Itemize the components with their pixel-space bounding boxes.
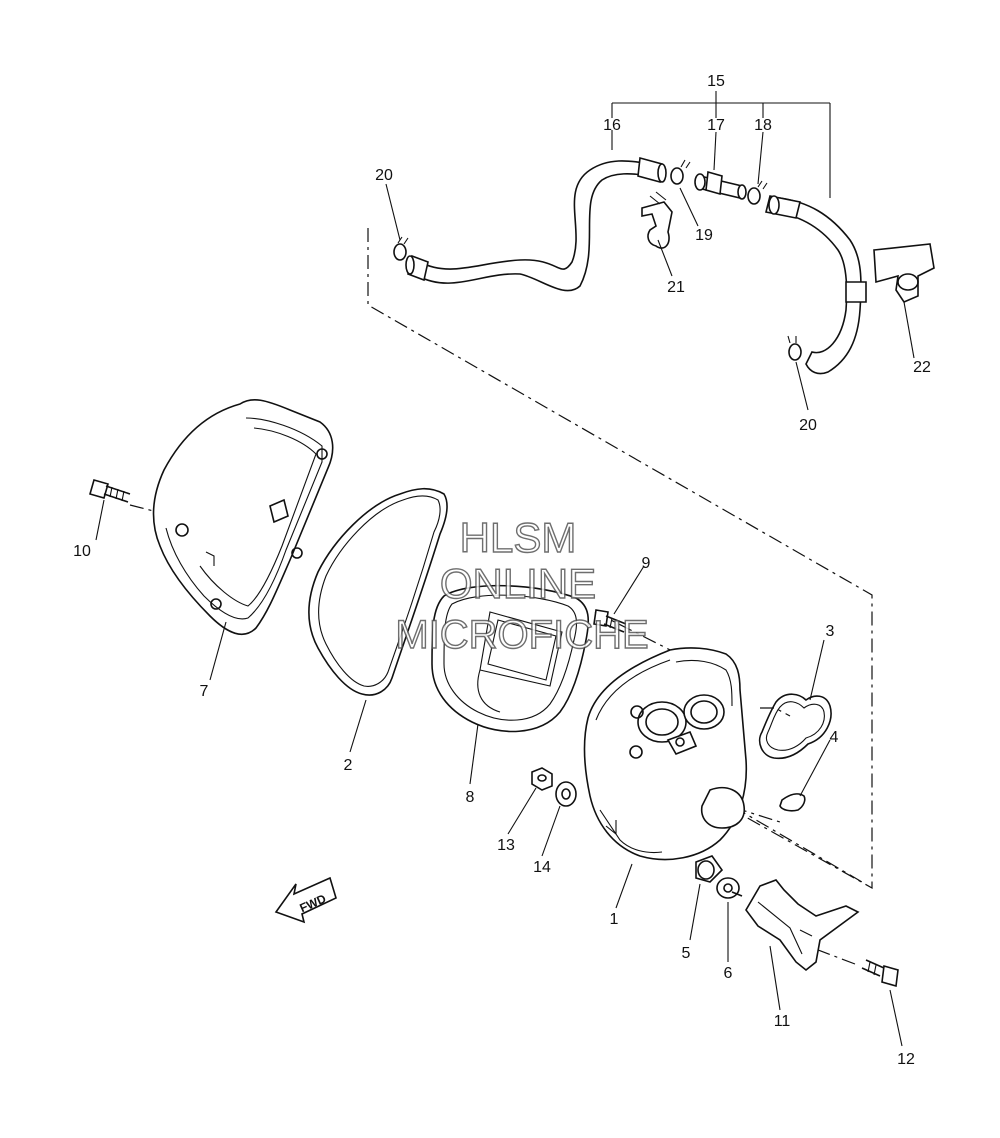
callout-2: 2 xyxy=(344,757,353,774)
hose-clamp-19 xyxy=(670,159,691,185)
callout-5: 5 xyxy=(682,945,691,962)
callout-3: 3 xyxy=(826,623,835,640)
watermark-line-3: MICROFICHE xyxy=(395,613,648,657)
element-8 xyxy=(431,584,590,733)
callout-20-upper: 20 xyxy=(375,167,393,184)
holder-22 xyxy=(873,243,935,303)
callout-20-lower: 20 xyxy=(799,417,817,434)
hose-16 xyxy=(405,156,667,292)
bolt-9 xyxy=(593,609,627,633)
bolt-10 xyxy=(89,479,131,503)
callout-8: 8 xyxy=(466,789,475,806)
holder-21 xyxy=(641,191,673,249)
callout-12: 12 xyxy=(897,1051,915,1068)
leader-lines xyxy=(95,130,915,1047)
air-filter-case-1 xyxy=(583,647,748,861)
hose-right xyxy=(765,195,867,375)
callout-21: 21 xyxy=(667,279,685,296)
callout-9: 9 xyxy=(642,555,651,572)
watermark: HLSM ONLINE MICROFICHE xyxy=(395,513,650,657)
hose-assembly-bracket xyxy=(611,91,831,198)
callout-6: 6 xyxy=(724,965,733,982)
callout-15: 15 xyxy=(707,73,725,90)
fwd-arrow-icon: FWD xyxy=(274,876,337,924)
case-cover-7 xyxy=(152,398,334,636)
bolt-12 xyxy=(861,959,899,988)
seal-3 xyxy=(758,693,832,760)
callout-16: 16 xyxy=(603,117,621,134)
callout-labels: 15 16 17 18 20 19 21 22 20 10 7 2 8 9 3 … xyxy=(73,73,931,1068)
grommet-5 xyxy=(695,855,724,883)
callout-22: 22 xyxy=(913,359,931,376)
gasket-2 xyxy=(308,487,448,696)
callout-4: 4 xyxy=(830,729,839,746)
washer-14 xyxy=(555,781,577,807)
callout-1: 1 xyxy=(610,911,619,928)
hose-clamp-18 xyxy=(747,180,768,205)
collar-6 xyxy=(716,877,743,899)
joint-pipe-17 xyxy=(694,170,747,200)
watermark-line-2: ONLINE xyxy=(440,560,596,607)
callout-19: 19 xyxy=(695,227,713,244)
nut-13 xyxy=(531,767,553,791)
callout-13: 13 xyxy=(497,837,515,854)
hose-clamp-20-upper xyxy=(393,236,409,261)
callout-11: 11 xyxy=(774,1013,791,1030)
bracket-11 xyxy=(745,879,860,972)
callout-18: 18 xyxy=(754,117,772,134)
hose-clamp-20-lower xyxy=(787,335,802,361)
callout-14: 14 xyxy=(533,859,551,876)
watermark-line-1: HLSM xyxy=(460,514,577,561)
seal-4 xyxy=(779,793,806,812)
callout-17: 17 xyxy=(707,117,725,134)
callout-10: 10 xyxy=(73,543,91,560)
callout-7: 7 xyxy=(200,683,209,700)
